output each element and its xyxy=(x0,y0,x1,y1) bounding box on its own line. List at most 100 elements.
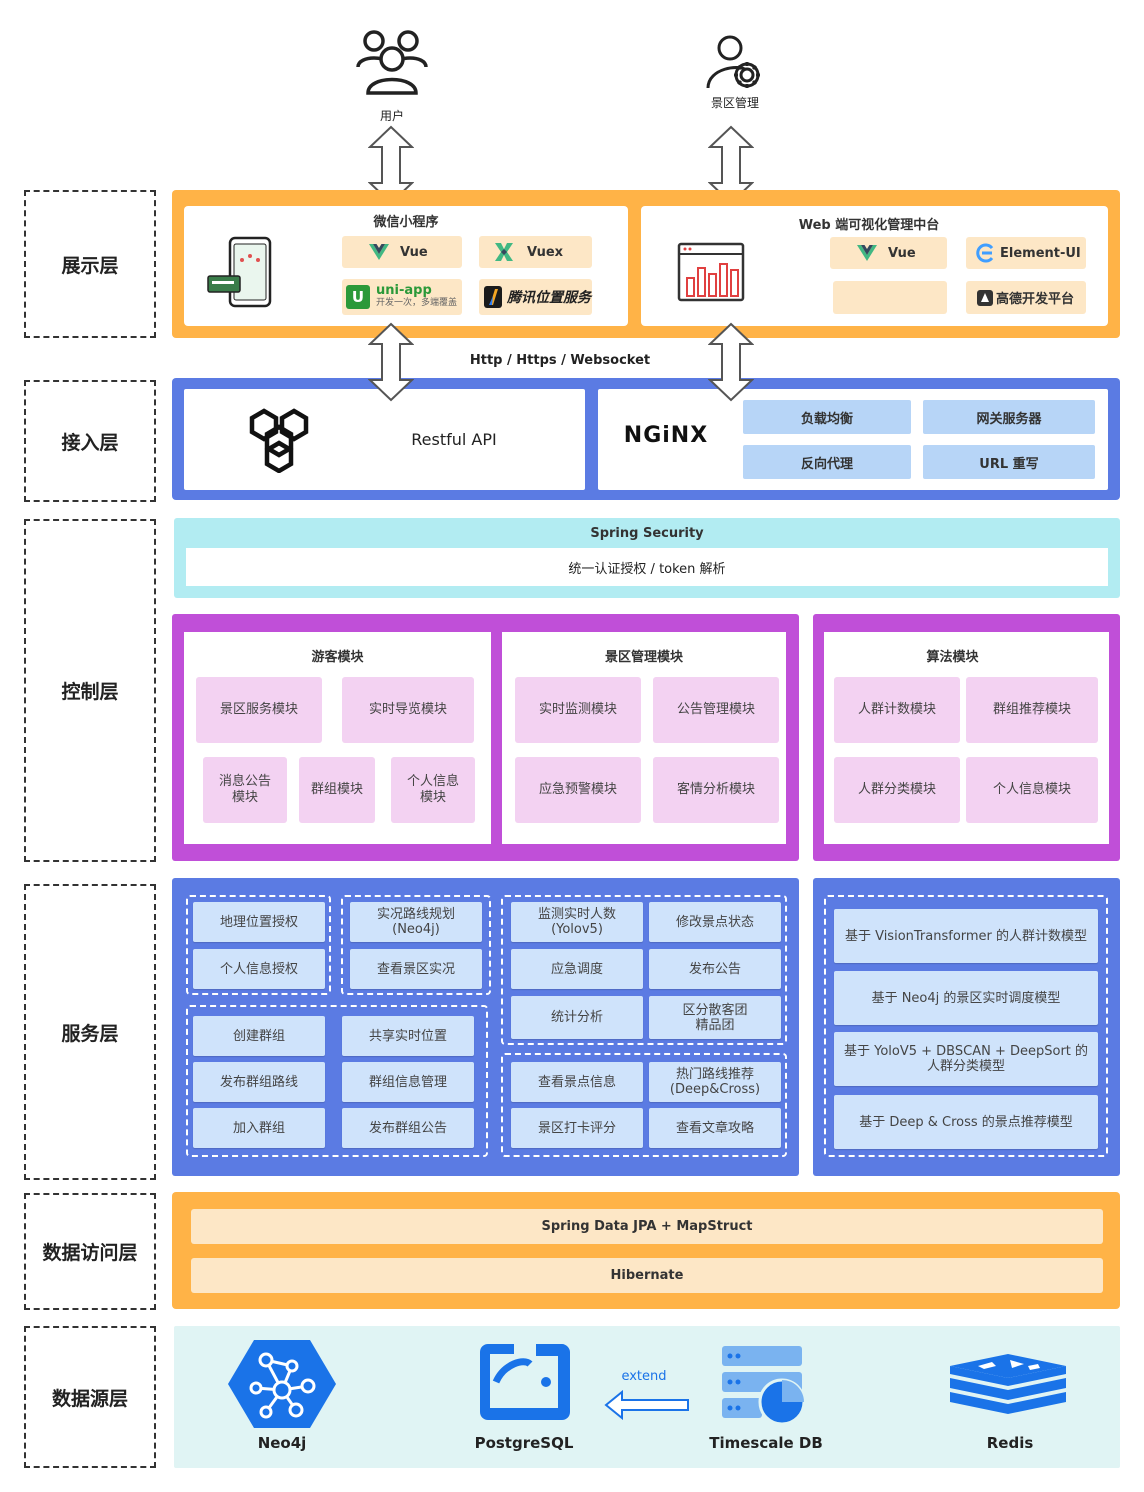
empty-badge xyxy=(833,281,947,314)
scenic-module-title: 景区管理模块 xyxy=(604,650,683,665)
restful-card: Restful API xyxy=(184,389,585,490)
module-realtime-monitor: 实时监测模块 xyxy=(515,677,641,743)
hibernate-bar: Hibernate xyxy=(191,1258,1103,1293)
module-group-recommend: 群组推荐模块 xyxy=(966,677,1098,743)
security-panel: Spring Security 统一认证授权 / token 解析 xyxy=(174,518,1120,598)
svc-route-plan: 实况路线规划 (Neo4j) xyxy=(350,902,482,942)
user-gear-icon xyxy=(706,35,760,89)
phone-icon xyxy=(207,236,272,308)
vue-icon xyxy=(857,245,877,261)
module-notice: 消息公告 模块 xyxy=(203,757,287,823)
svc-modify-status: 修改景点状态 xyxy=(649,902,781,942)
vue-badge: Vue xyxy=(342,236,462,268)
redis-icon xyxy=(950,1354,1066,1414)
service-group-scenic xyxy=(501,1053,787,1157)
left-arrow-icon xyxy=(604,1390,689,1420)
svc-create-group: 创建群组 xyxy=(193,1016,325,1056)
svc-hot-route: 热门路线推荐 (Deep&Cross) xyxy=(649,1062,781,1102)
module-notice-manage: 公告管理模块 xyxy=(653,677,779,743)
svc-monitor-count: 监测实时人数 (Yolov5) xyxy=(511,902,643,942)
uniapp-icon: U xyxy=(346,285,370,309)
layer-access: 接入层 xyxy=(24,380,156,502)
neo4j-icon xyxy=(228,1340,336,1428)
miniprogram-title: 微信小程序 xyxy=(373,215,439,230)
model-crowd-count: 基于 VisionTransformer 的人群计数模型 xyxy=(834,909,1098,963)
service-group-monitor xyxy=(501,895,787,1045)
timescale-icon xyxy=(722,1346,806,1426)
svc-info-auth: 个人信息授权 xyxy=(193,949,325,989)
svc-statistics: 统计分析 xyxy=(511,996,643,1039)
vuex-badge: Vuex xyxy=(479,236,592,268)
layer-presentation: 展示层 xyxy=(24,190,156,338)
amap-badge: 高德开发平台 xyxy=(966,281,1086,314)
module-group: 群组模块 xyxy=(299,757,375,823)
module-realtime-guide: 实时导览模块 xyxy=(342,677,474,743)
model-spot-recommend: 基于 Deep & Cross 的景点推荐模型 xyxy=(834,1095,1098,1149)
svc-publish-route: 发布群组路线 xyxy=(193,1062,325,1102)
uniapp-badge: U uni-app 开发一次，多端覆盖 xyxy=(342,279,462,315)
web-panel: Web 端可视化管理中台 Vue Element-UI 高德开发平台 xyxy=(641,206,1108,326)
neo4j-label: Neo4j xyxy=(257,1434,307,1452)
module-crowd-count: 人群计数模块 xyxy=(834,677,960,743)
amap-icon xyxy=(977,289,993,306)
svc-emergency: 应急调度 xyxy=(511,949,643,989)
chip-load-balance: 负载均衡 xyxy=(743,400,911,434)
module-visitor-analysis: 客情分析模块 xyxy=(653,757,779,823)
layer-control: 控制层 xyxy=(24,519,156,862)
svc-checkin: 景区打卡评分 xyxy=(511,1108,643,1148)
user-actor: 用户 xyxy=(352,25,432,125)
chip-url-rewrite: URL 重写 xyxy=(923,445,1095,479)
module-personal-info: 个人信息 模块 xyxy=(391,757,475,823)
service-group-auth xyxy=(186,895,331,995)
svc-join-group: 加入群组 xyxy=(193,1108,325,1148)
model-crowd-classify: 基于 YoloV5 + DBSCAN + DeepSort 的 人群分类模型 xyxy=(834,1032,1098,1086)
tencent-map-icon xyxy=(484,286,502,308)
svc-view-scenic: 查看景区实况 xyxy=(350,949,482,989)
timescale-label: Timescale DB xyxy=(709,1434,823,1452)
nginx-logo: NGiNX xyxy=(623,423,709,448)
chip-gateway: 网关服务器 xyxy=(923,400,1095,434)
miniprogram-panel: 微信小程序 Vue Vuex U uni-app 开发一次，多端覆盖 xyxy=(184,206,628,326)
module-crowd-classify: 人群分类模块 xyxy=(834,757,960,823)
svc-view-spot: 查看景点信息 xyxy=(511,1062,643,1102)
svc-articles: 查看文章攻略 xyxy=(649,1108,781,1148)
module-algo-personal-info: 个人信息模块 xyxy=(966,757,1098,823)
svc-geo-auth: 地理位置授权 xyxy=(193,902,325,942)
service-group-route xyxy=(341,895,491,995)
api-hexagon-icon xyxy=(249,408,309,473)
protocol-label: Http / Https / Websocket xyxy=(469,353,651,368)
uniapp-label: uni-app xyxy=(376,283,432,298)
svc-group-info: 群组信息管理 xyxy=(342,1062,474,1102)
vue-icon xyxy=(369,244,389,260)
web-vue-badge: Vue xyxy=(830,237,947,269)
double-arrow-icon xyxy=(368,322,414,402)
svc-group-notice: 发布群组公告 xyxy=(342,1108,474,1148)
layer-data-access: 数据访问层 xyxy=(24,1193,156,1310)
svc-tour-classify: 区分散客团 精品团 xyxy=(649,996,781,1039)
extend-label: extend xyxy=(621,1369,667,1384)
uniapp-subtitle: 开发一次，多端覆盖 xyxy=(376,298,458,308)
module-emergency-alert: 应急预警模块 xyxy=(515,757,641,823)
restful-label: Restful API xyxy=(411,430,497,449)
dashboard-chart-icon xyxy=(677,242,745,302)
tourist-module-title: 游客模块 xyxy=(311,650,364,665)
redis-label: Redis xyxy=(986,1434,1034,1452)
chip-reverse-proxy: 反向代理 xyxy=(743,445,911,479)
tencent-label: 腾讯位置服务 xyxy=(507,290,591,306)
admin-actor: 景区管理 xyxy=(700,32,770,112)
svc-share-location: 共享实时位置 xyxy=(342,1016,474,1056)
user-label: 用户 xyxy=(379,109,404,123)
element-ui-icon xyxy=(976,243,994,263)
double-arrow-icon xyxy=(708,322,754,402)
tencent-badge: 腾讯位置服务 xyxy=(479,279,592,315)
postgresql-label: PostgreSQL xyxy=(474,1434,574,1452)
layer-data-source: 数据源层 xyxy=(24,1326,156,1468)
module-scenic-service: 景区服务模块 xyxy=(196,677,322,743)
security-title: Spring Security xyxy=(590,526,704,541)
postgresql-icon xyxy=(480,1344,570,1420)
element-ui-badge: Element-UI xyxy=(966,237,1086,269)
service-group-team xyxy=(186,1005,488,1157)
web-title: Web 端可视化管理中台 xyxy=(798,218,940,233)
model-neo4j-dispatch: 基于 Neo4j 的景区实时调度模型 xyxy=(834,971,1098,1025)
security-subtitle: 统一认证授权 / token 解析 xyxy=(186,548,1108,586)
